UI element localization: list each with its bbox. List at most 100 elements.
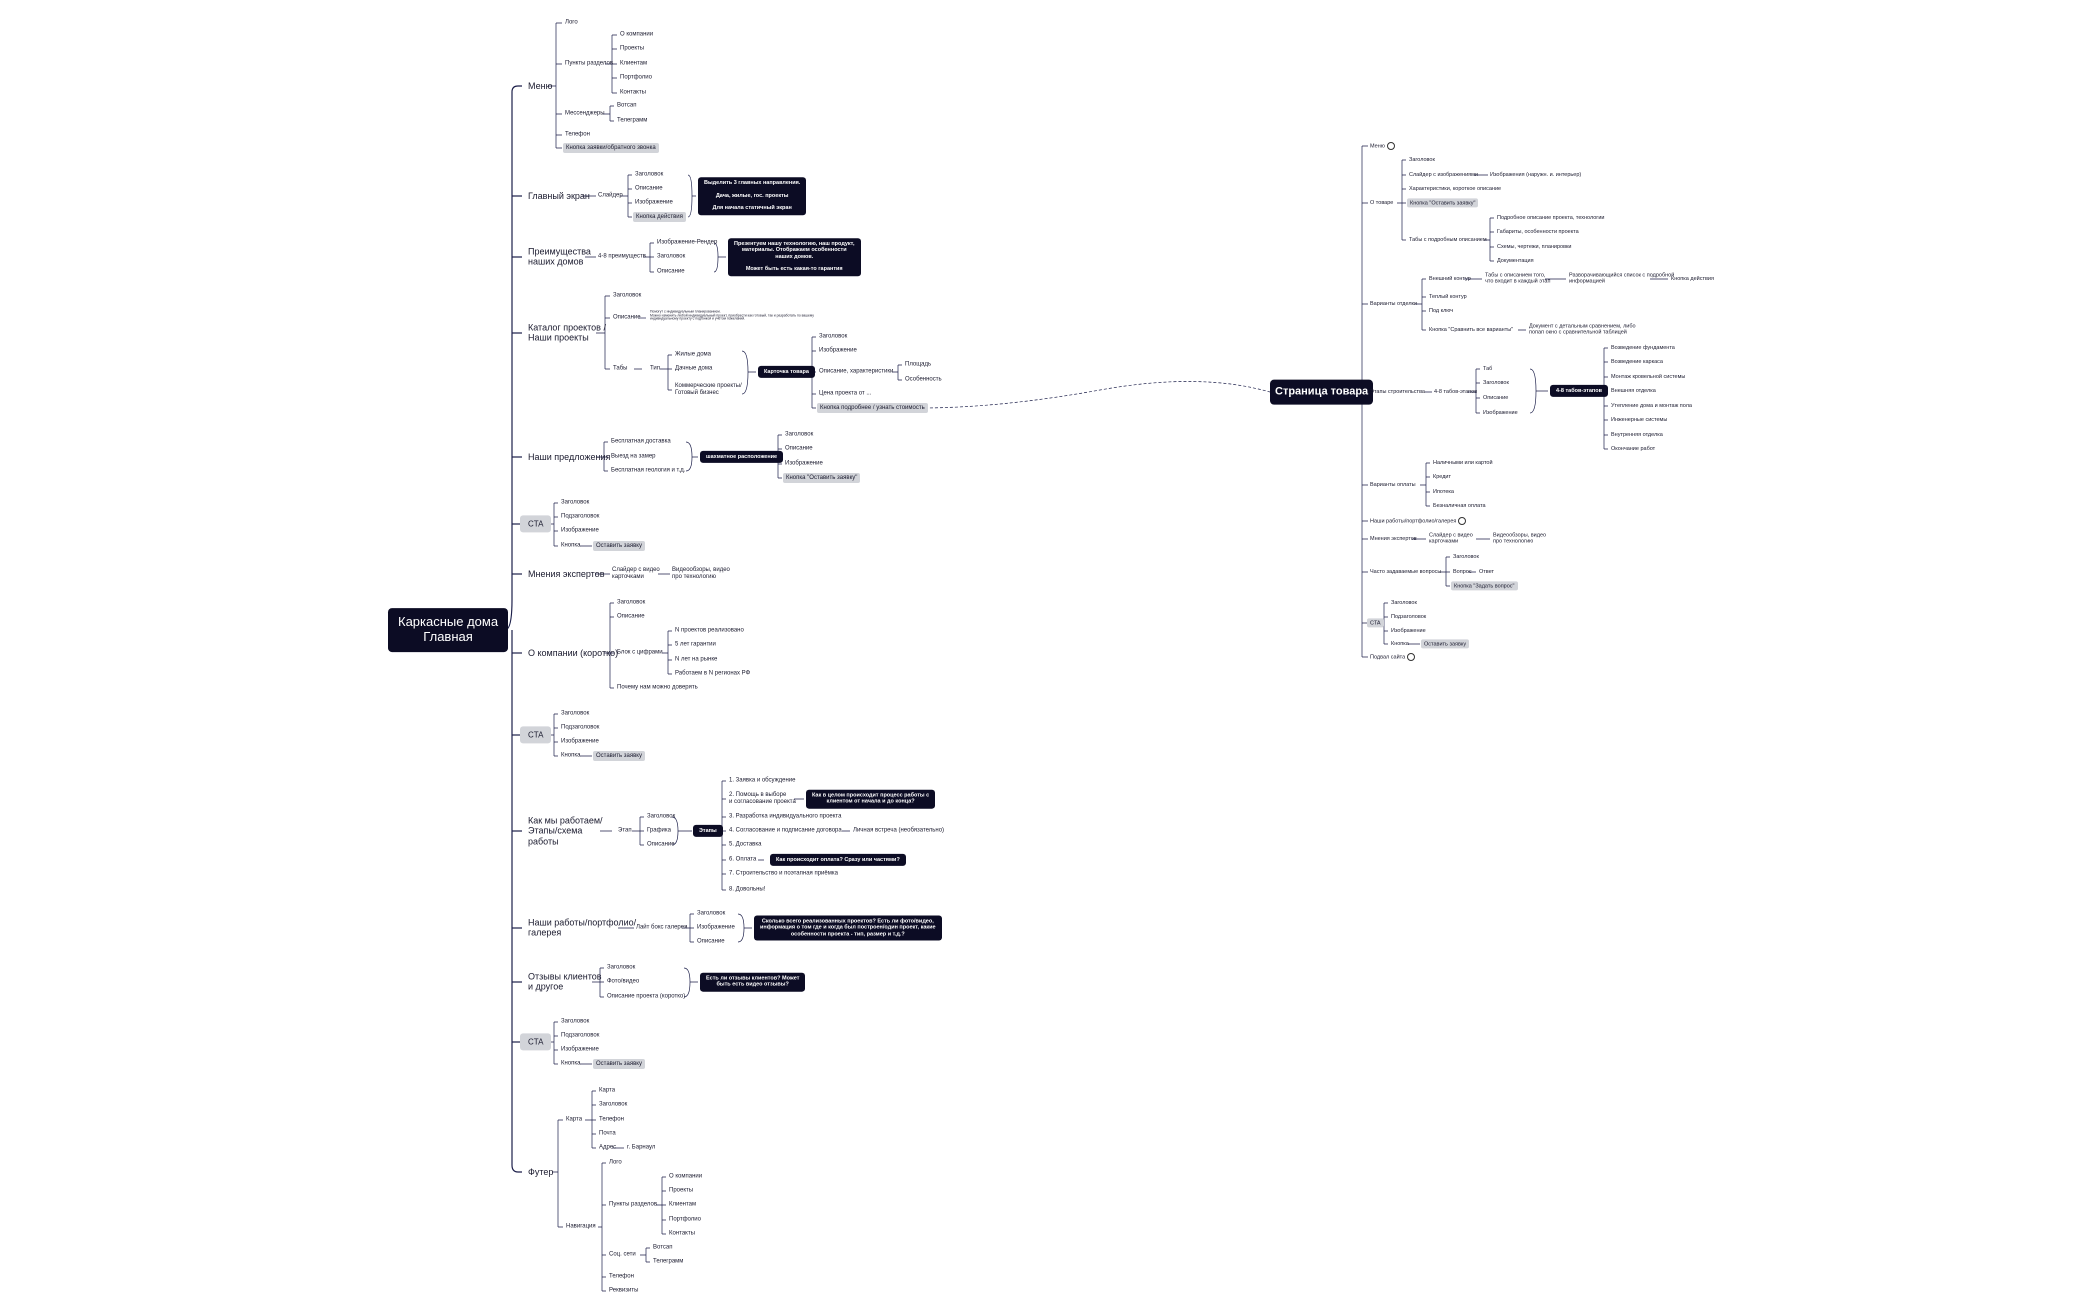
node[interactable]: Документ с детальным сравнением, либо по… (1529, 323, 1636, 336)
node[interactable]: Подробное описание проекта, технологии (1497, 214, 1605, 221)
node[interactable]: 4-8 преимуществ (598, 253, 646, 260)
node[interactable]: Ипотека (1433, 488, 1454, 495)
node[interactable]: Бесплатная геология и т.д. (611, 467, 686, 474)
node[interactable]: Заголовок (785, 431, 814, 438)
node[interactable]: Теплый контур (1429, 293, 1467, 300)
collapse-indicator-icon[interactable] (1407, 653, 1416, 661)
node[interactable]: Пункты разделов (565, 60, 614, 67)
node[interactable]: Описание (617, 613, 645, 620)
node[interactable]: Описание (657, 268, 685, 275)
node-ask-question-button[interactable]: Кнопка "Задать вопрос" (1451, 581, 1518, 591)
node-callback-button[interactable]: Кнопка заявки/обратного звонка (563, 143, 659, 153)
node[interactable]: Вотсап (617, 102, 637, 109)
node[interactable]: Слайдер с изображениями (1409, 171, 1478, 178)
node[interactable]: Карта (566, 1116, 583, 1123)
node[interactable]: Лого (609, 1159, 622, 1166)
branch-experts[interactable]: Мнения экспертов (528, 568, 605, 579)
node[interactable]: Личная встреча (необязательно) (853, 827, 945, 834)
branch-reviews[interactable]: Отзывы клиентов и другое (528, 971, 602, 992)
node[interactable]: Подзаголовок (561, 1032, 600, 1039)
node[interactable]: Кнопка "Оставить заявку" (783, 473, 861, 483)
node[interactable]: Контакты (620, 89, 646, 96)
node[interactable]: Видеообзоры, видео про технологию (672, 567, 730, 580)
node[interactable]: Оставить заявку (1421, 639, 1470, 649)
node[interactable]: О компании (620, 31, 654, 38)
branch-offers[interactable]: Наши предложения (528, 451, 611, 462)
node[interactable]: Пункты разделов (609, 1201, 658, 1208)
node[interactable]: Кнопка (561, 1060, 581, 1067)
node[interactable]: Вопрос (1453, 568, 1472, 575)
node[interactable]: Заголовок (599, 1101, 628, 1108)
node[interactable]: 7. Строительство и поэтапная приёмка (729, 870, 838, 877)
node[interactable]: Заголовок (1483, 379, 1509, 386)
node[interactable]: Изображение (561, 738, 599, 745)
node[interactable]: Характеристики, короткое описание (1409, 185, 1502, 192)
node[interactable]: Возведение фундамента (1611, 344, 1675, 351)
branch-portfolio[interactable]: Наши работы/портфолио/ галерея (528, 917, 637, 938)
node[interactable]: N лет на рынке (675, 656, 718, 663)
node[interactable]: Кнопка действия (633, 212, 686, 222)
node[interactable]: Возведение каркаса (1611, 358, 1663, 365)
branch-menu[interactable]: Меню (528, 80, 553, 91)
node[interactable]: Заголовок (607, 964, 636, 971)
node[interactable]: Коммерческие проекты/ Готовый бизнес (675, 383, 742, 396)
node[interactable]: Телеграмм (653, 1258, 684, 1265)
collapse-indicator-icon[interactable] (1386, 142, 1395, 150)
root-node[interactable]: Каркасные дома Главная (388, 608, 509, 652)
node[interactable]: Слайдер с видео карточками (612, 567, 660, 580)
node[interactable]: Заголовок (617, 599, 646, 606)
node[interactable]: Заголовок (697, 910, 726, 917)
node[interactable]: Этап (618, 827, 632, 834)
node[interactable]: Подвал сайта (1370, 653, 1416, 661)
node[interactable]: Заголовок (657, 253, 686, 260)
collapse-indicator-icon[interactable] (1458, 517, 1467, 525)
node[interactable]: Изображение (819, 347, 857, 354)
node[interactable]: Карта (599, 1087, 616, 1094)
node[interactable]: Тип (650, 365, 661, 372)
node[interactable]: Телефон (565, 131, 590, 138)
node[interactable]: Слайдер с видео карточками (1429, 532, 1473, 545)
node[interactable]: Варианты отделки (1370, 300, 1418, 307)
node[interactable]: 2. Помощь в выборе и согласование проект… (729, 792, 796, 805)
node[interactable]: Навигация (566, 1223, 596, 1230)
node[interactable]: Монтаж кровельной системы (1611, 373, 1686, 380)
node[interactable]: Мессенджеры (565, 110, 605, 117)
node[interactable]: Цена проекта от ... (819, 390, 872, 397)
node[interactable]: Слайдер (598, 192, 623, 199)
node[interactable]: Телефон (599, 1116, 624, 1123)
node[interactable]: Описание (613, 314, 641, 321)
node[interactable]: Выезд на замер (611, 453, 656, 460)
node[interactable]: Меню (1370, 142, 1395, 150)
node[interactable]: Документация (1497, 257, 1534, 264)
node[interactable]: Схемы, чертежи, планировки (1497, 243, 1572, 250)
node[interactable]: N проектов реализовано (675, 627, 744, 634)
node[interactable]: Кнопка "Сравнить все варианты" (1429, 326, 1514, 333)
node[interactable]: Описание (647, 841, 675, 848)
node[interactable]: Утепление дома и монтаж пола (1611, 402, 1692, 409)
node-stages[interactable]: Этапы (693, 824, 723, 838)
node[interactable]: Изображение (697, 924, 735, 931)
node[interactable]: Безналичная оплата (1433, 502, 1486, 509)
node[interactable]: Адрес (599, 1144, 617, 1151)
node[interactable]: Окончание работ (1611, 445, 1656, 452)
node[interactable]: Наличными или картой (1433, 459, 1493, 466)
node[interactable]: Внешний контур (1429, 275, 1471, 282)
node[interactable]: Телеграмм (617, 117, 648, 124)
node[interactable]: Оставить заявку (593, 541, 645, 551)
node[interactable]: Проекты (669, 1187, 694, 1194)
node[interactable]: Бесплатная доставка (611, 438, 671, 445)
node[interactable]: Внешняя отделка (1611, 387, 1656, 394)
node-details-button[interactable]: Кнопка подробнее / узнать стоимость (817, 403, 928, 413)
node[interactable]: Изображение-Рендер (657, 239, 718, 246)
node[interactable]: 8. Довольны! (729, 886, 766, 893)
node[interactable]: Дачные дома (675, 365, 713, 372)
node[interactable]: Описание (1483, 394, 1509, 401)
node[interactable]: Заголовок (1409, 156, 1435, 163)
node[interactable]: Заголовок (613, 292, 642, 299)
node[interactable]: Габариты, особенности проекта (1497, 228, 1579, 235)
node[interactable]: Почта (599, 1130, 616, 1137)
node[interactable]: Клиентам (620, 60, 648, 67)
node[interactable]: Изображение (635, 199, 673, 206)
note-advantages[interactable]: Презентуем нашу технологию, наш продукт,… (728, 238, 861, 276)
note-offers[interactable]: шахматное расположение (700, 450, 784, 464)
